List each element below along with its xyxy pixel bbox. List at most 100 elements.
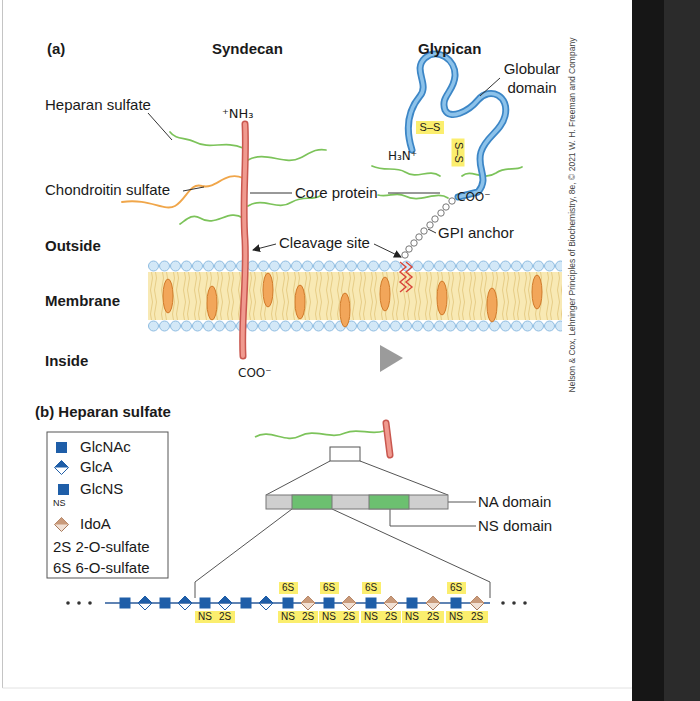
lipid-heads bbox=[148, 320, 562, 332]
heparan-sulfate-chain bbox=[462, 167, 522, 176]
highlight-text: NS bbox=[364, 611, 378, 623]
zoom-line bbox=[266, 461, 330, 495]
leader-line bbox=[250, 193, 292, 194]
legend-diamond-half bbox=[55, 461, 69, 468]
play-icon bbox=[380, 345, 403, 372]
legend-swatch bbox=[56, 442, 67, 453]
page-background bbox=[0, 0, 632, 701]
terminus-label: H₃N⁺ bbox=[388, 147, 417, 165]
ellipsis-dot bbox=[66, 601, 70, 605]
glypican-globular-domain bbox=[408, 54, 505, 197]
glca-diamond bbox=[138, 596, 152, 610]
idoa-diamond bbox=[470, 596, 484, 610]
gpi-sugar bbox=[443, 204, 449, 210]
highlight-text: 2S bbox=[302, 611, 314, 623]
panel-title: Syndecan bbox=[212, 40, 283, 58]
leader-line bbox=[480, 78, 500, 96]
gpi-sugar bbox=[421, 228, 427, 234]
glcns-square bbox=[283, 598, 294, 609]
core-protein-fragment bbox=[386, 423, 390, 455]
glcnac-square bbox=[120, 598, 131, 609]
diamond-outline bbox=[384, 596, 398, 610]
dark-panel bbox=[664, 0, 700, 701]
zoom-line bbox=[360, 461, 448, 495]
highlight-text: 6S bbox=[365, 582, 377, 594]
diamond-outline bbox=[259, 596, 273, 610]
idoa-diamond bbox=[426, 596, 440, 610]
glcns-square bbox=[451, 598, 462, 609]
legend-diamond-outline bbox=[55, 518, 69, 532]
glcns-square bbox=[324, 598, 335, 609]
membrane-protein bbox=[207, 286, 217, 320]
ellipsis-dot bbox=[77, 601, 81, 605]
legend-text: IdoA bbox=[80, 515, 111, 533]
diamond-outline bbox=[178, 596, 192, 610]
sulfate-highlight: 2S bbox=[381, 611, 401, 623]
dark-panel bbox=[632, 0, 664, 701]
region-label: Outside bbox=[45, 237, 101, 255]
highlight-text: 2S bbox=[385, 611, 397, 623]
membrane-protein bbox=[163, 279, 173, 313]
leader-line bbox=[183, 187, 204, 191]
glycan-chains bbox=[122, 132, 522, 224]
heparan-sulfate-chain bbox=[378, 194, 448, 198]
diamond-outline bbox=[138, 596, 152, 610]
lipid-tails bbox=[148, 272, 562, 320]
sulfate-highlight: S–S bbox=[416, 121, 444, 134]
gpi-sugar bbox=[402, 252, 408, 258]
membrane-protein bbox=[340, 293, 350, 327]
part-name: GPI anchor bbox=[438, 224, 514, 242]
diamond-half bbox=[426, 596, 440, 603]
sulfate-highlight: 2S bbox=[215, 611, 235, 623]
gpi-sugar bbox=[406, 246, 412, 252]
panel-title: Glypican bbox=[418, 40, 481, 58]
highlight-text: NS bbox=[449, 611, 463, 623]
sulfate-highlight: 2S bbox=[423, 611, 444, 623]
idoa-diamond bbox=[384, 596, 398, 610]
glcns-square bbox=[200, 598, 211, 609]
idoa-diamond bbox=[301, 596, 315, 610]
ellipsis-dot bbox=[88, 601, 92, 605]
sulfate-highlight: NS bbox=[446, 611, 467, 623]
copyright-watermark: Nelson & Cox, Lehninger Principles of Bi… bbox=[567, 38, 577, 393]
lipid-tails bbox=[148, 272, 562, 320]
arrow-line bbox=[253, 244, 276, 250]
legend-sample bbox=[56, 484, 71, 499]
syndecan-core-protein bbox=[243, 124, 246, 356]
glca-diamond bbox=[218, 596, 232, 610]
legend-box bbox=[47, 432, 168, 578]
sulfate-highlight: NS bbox=[195, 611, 215, 623]
zoom-lines bbox=[195, 461, 490, 598]
domain-bar bbox=[266, 495, 448, 509]
gpi-lipid-tails bbox=[400, 262, 412, 292]
leader-line bbox=[448, 502, 476, 503]
region-label: Inside bbox=[45, 352, 88, 370]
legend-diamond-half bbox=[55, 518, 69, 525]
part-name: Chondroitin sulfate bbox=[45, 181, 170, 199]
part-name: Core protein bbox=[295, 184, 378, 202]
sulfate-highlight: 6S bbox=[362, 582, 381, 594]
diamond-outline bbox=[218, 596, 232, 610]
page-border bbox=[2, 0, 3, 688]
legend-sample-text: NS bbox=[53, 494, 66, 512]
highlight-text: 2S bbox=[471, 611, 483, 623]
leader-line bbox=[428, 229, 436, 233]
legend-square bbox=[58, 484, 69, 495]
leader-line bbox=[388, 193, 440, 194]
legend-text: 2S 2-O-sulfate bbox=[53, 538, 150, 556]
ellipsis-dot bbox=[523, 601, 527, 605]
sulfate-highlight: 6S bbox=[320, 582, 339, 594]
zoom-box bbox=[330, 447, 360, 461]
membrane-bilayer bbox=[148, 260, 562, 332]
gpi-sugar bbox=[416, 234, 422, 240]
ellipsis-dot bbox=[501, 601, 505, 605]
glcnac-square bbox=[160, 598, 171, 609]
sulfate-highlight: NS bbox=[402, 611, 423, 623]
lipid-heads bbox=[148, 260, 562, 272]
highlight-text: 2S bbox=[219, 611, 231, 623]
domain-label: NA domain bbox=[478, 493, 551, 511]
page-border bbox=[3, 688, 633, 689]
legend-text: GlcNS bbox=[80, 480, 123, 498]
highlight-text: NS bbox=[322, 611, 336, 623]
membrane-protein bbox=[532, 275, 542, 309]
